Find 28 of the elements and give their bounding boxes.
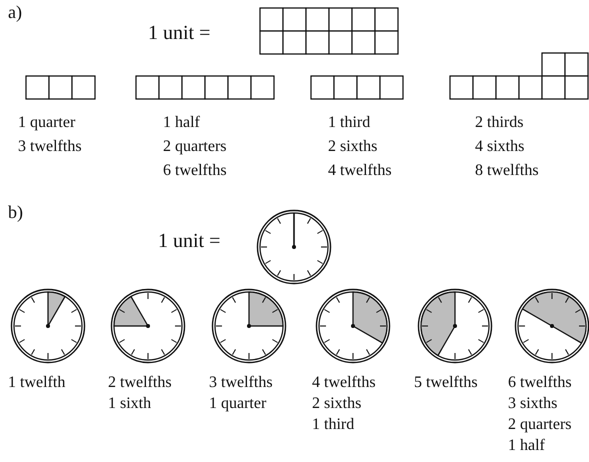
- fraction-name: 4 twelfths: [328, 162, 392, 180]
- fraction-name: 1 third: [312, 416, 354, 434]
- fraction-name: 1 quarter: [209, 395, 266, 413]
- unit-equation: 1 unit =: [158, 230, 220, 253]
- fraction-name: 1 third: [328, 114, 370, 132]
- part-label: b): [8, 202, 23, 223]
- fraction-name: 4 twelfths: [312, 374, 376, 392]
- fraction-name: 2 quarters: [163, 138, 227, 156]
- fraction-name: 2 quarters: [508, 416, 572, 434]
- fraction-name: 3 twelfths: [18, 138, 82, 156]
- fraction-name: 1 half: [163, 114, 200, 132]
- part-label: a): [8, 2, 22, 23]
- fraction-name: 3 sixths: [508, 395, 558, 413]
- fraction-name: 5 twelfths: [414, 374, 478, 392]
- fraction-name: 2 thirds: [475, 114, 524, 132]
- fraction-name: 1 sixth: [108, 395, 152, 413]
- fraction-name: 4 sixths: [475, 138, 524, 156]
- fraction-name: 2 sixths: [328, 138, 378, 156]
- fraction-name: 1 half: [508, 437, 545, 455]
- fraction-name: 8 twelfths: [475, 162, 539, 180]
- fraction-name: 1 quarter: [18, 114, 76, 132]
- unit-equation: 1 unit =: [148, 22, 210, 45]
- fraction-name: 2 twelfths: [108, 374, 172, 392]
- fraction-name: 6 twelfths: [508, 374, 572, 392]
- fraction-name: 6 twelfths: [163, 162, 227, 180]
- fraction-name: 1 twelfth: [8, 374, 66, 392]
- fraction-name: 3 twelfths: [209, 374, 273, 392]
- fraction-name: 2 sixths: [312, 395, 362, 413]
